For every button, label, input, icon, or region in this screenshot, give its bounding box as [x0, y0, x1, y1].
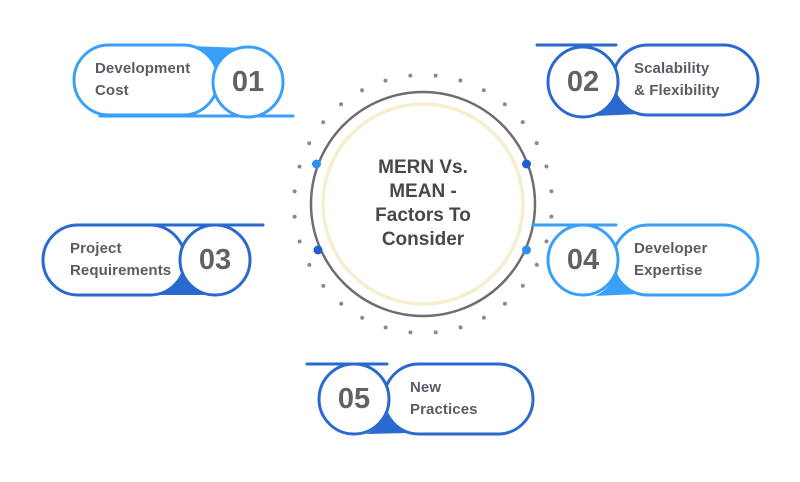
center-circle — [309, 90, 537, 318]
factor-2-wedge — [595, 94, 640, 116]
factor-4-shape — [531, 223, 760, 297]
factor-2-label-line2: & Flexibility — [634, 82, 720, 99]
ring-dot — [481, 315, 486, 320]
ring-dot — [297, 239, 302, 244]
center-hub — [292, 73, 554, 335]
ring-dot — [360, 315, 365, 320]
ring-dot — [339, 301, 344, 306]
factor-5-shape — [305, 362, 535, 436]
ring-dot — [408, 330, 413, 335]
factor-4-label-line2: Expertise — [634, 262, 703, 279]
factor-1-label-line2: Cost — [95, 82, 129, 99]
node-dot-top-left — [312, 159, 321, 169]
ring-dot — [520, 283, 525, 288]
factor-2-label: Scalability & Flexibility — [634, 58, 720, 102]
ring-dot — [433, 73, 438, 78]
ring-dot — [520, 120, 525, 125]
node-dot-bottom-right — [522, 245, 531, 255]
ring-dot — [544, 164, 549, 169]
factor-5-label-line2: Practices — [410, 401, 478, 418]
ring-dot — [534, 262, 539, 267]
node-dot-bottom-left — [313, 245, 323, 255]
ring-dot — [549, 214, 554, 219]
ring-dot — [292, 189, 297, 194]
factor-2-number-circle — [546, 45, 620, 119]
ring-dot — [408, 73, 413, 78]
ring-dot — [307, 141, 312, 146]
factor-5-label: New Practices — [410, 377, 478, 421]
ring-dot — [458, 78, 463, 83]
ring-dot — [502, 301, 507, 306]
ring-dot — [502, 102, 507, 107]
ring-dot — [549, 189, 554, 194]
inner-accent-ring — [321, 102, 525, 306]
ring-dot — [321, 120, 326, 125]
factor-4-wedge — [595, 274, 640, 296]
factor-2-number: 02 — [566, 66, 600, 98]
factor-3-label-line2: Requirements — [70, 262, 172, 279]
factor-5-label-line1: New — [410, 379, 442, 396]
center-title: MERN Vs. MEAN - Factors To Consider — [323, 156, 523, 252]
ring-dot — [360, 88, 365, 93]
factor-4-label-line1: Developer — [634, 240, 708, 257]
center-title-line: Consider — [381, 229, 465, 250]
factor-1-shape — [72, 43, 295, 119]
ring-dot — [458, 325, 463, 330]
ring-dot — [292, 214, 297, 219]
factor-2-label-line1: Scalability — [634, 60, 710, 77]
factor-3-label: Project Requirements — [70, 238, 171, 282]
factor-3-shape — [41, 223, 265, 297]
ring-dot — [481, 88, 486, 93]
ring-dot — [307, 262, 312, 267]
center-title-line: Factors To — [375, 205, 471, 226]
center-title-line: MERN Vs. — [378, 157, 468, 178]
factor-1-number-circle — [211, 45, 285, 119]
ring-dot — [297, 164, 302, 169]
factor-4-number: 04 — [566, 244, 600, 276]
factor-5-number: 05 — [337, 383, 371, 415]
ring-dot — [339, 102, 344, 107]
factor-3-label-line1: Project — [70, 240, 122, 257]
ring-dot — [534, 141, 539, 146]
ring-dot — [433, 330, 438, 335]
factor-1-label-line1: Development — [95, 60, 191, 77]
center-title-line: MEAN - — [389, 181, 457, 202]
factor-2-shape — [535, 43, 760, 119]
factor-1-number: 01 — [231, 66, 265, 98]
factor-1-label: Development Cost — [95, 58, 190, 102]
ring-dot — [544, 239, 549, 244]
node-dot-top-right — [522, 159, 531, 169]
ring-dot — [383, 325, 388, 330]
factor-5-number-circle — [317, 362, 391, 436]
factor-4-number-circle — [546, 223, 620, 297]
ring-dot — [321, 283, 326, 288]
factor-3-number: 03 — [198, 244, 232, 276]
factor-4-label: Developer Expertise — [634, 238, 707, 282]
dotted-ring — [292, 73, 554, 335]
factor-5-wedge — [366, 412, 411, 434]
ring-dot — [383, 78, 388, 83]
factor-3-number-circle — [178, 223, 252, 297]
